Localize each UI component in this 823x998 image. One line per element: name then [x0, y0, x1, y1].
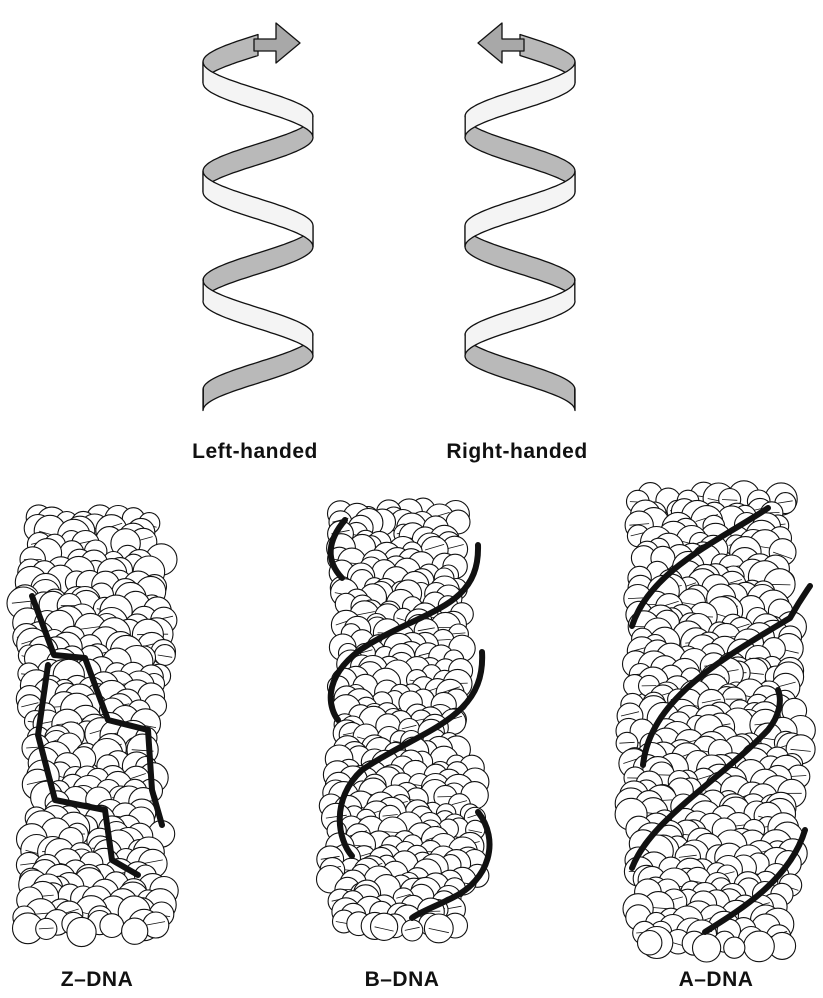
right-handed-ribbon	[465, 23, 575, 411]
ribbon-back-segment	[465, 334, 575, 410]
a-dna-label: A–DNA	[679, 968, 754, 992]
atom	[402, 920, 423, 941]
atom	[371, 913, 398, 940]
atom	[36, 918, 57, 939]
atom	[744, 931, 775, 962]
left-handed-label: Left-handed	[192, 440, 318, 464]
ribbon-front-segment	[203, 62, 313, 136]
ribbon-front-segment	[203, 279, 313, 355]
ribbon-front-segment	[465, 279, 575, 355]
b-dna-label: B–DNA	[365, 968, 440, 992]
arrow-head-icon	[478, 23, 524, 63]
ribbon-back-segment	[465, 115, 575, 192]
atom	[638, 931, 662, 955]
ribbon-back-segment	[465, 226, 575, 300]
arrow-head-icon	[254, 23, 300, 63]
atom	[155, 645, 176, 666]
right-handed-label: Right-handed	[446, 440, 587, 464]
atom	[100, 914, 124, 938]
ribbon-front-segment	[465, 62, 575, 136]
atom	[693, 934, 721, 962]
ribbon-front-segment	[203, 171, 313, 247]
ribbon-back-segment	[203, 115, 313, 192]
z-dna-model	[7, 505, 178, 947]
ribbon-front-segment	[465, 171, 575, 247]
atom	[67, 917, 96, 946]
b-dna-model	[317, 498, 490, 943]
atom	[122, 918, 148, 944]
a-dna-model	[615, 481, 815, 962]
z-dna-label: Z–DNA	[61, 968, 134, 992]
left-handed-ribbon	[203, 23, 313, 411]
atom	[724, 937, 745, 958]
ribbon-back-segment	[203, 334, 313, 410]
ribbon-back-segment	[203, 226, 313, 300]
